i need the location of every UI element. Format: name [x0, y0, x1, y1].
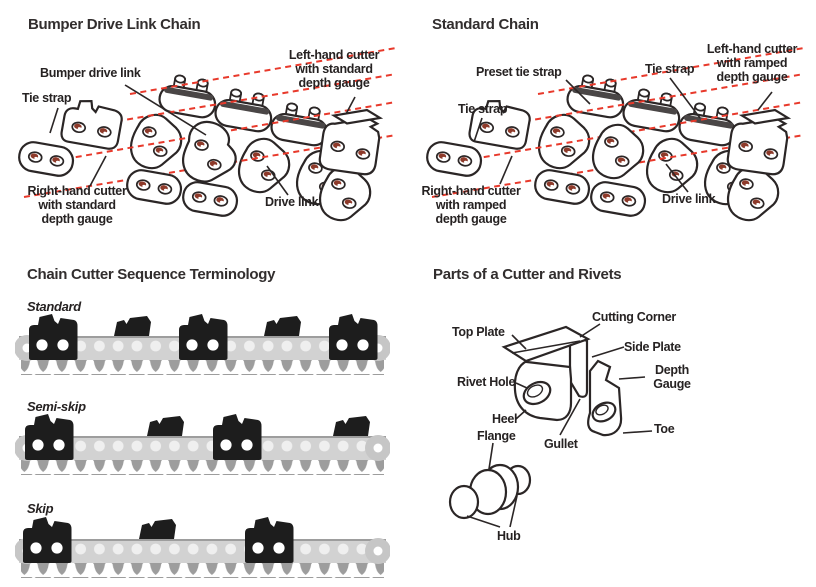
- leader-lines: [473, 77, 773, 193]
- label-top-plate: Top Plate: [452, 325, 505, 339]
- bumper-drive-link: [180, 119, 242, 187]
- sequence-title: Chain Cutter Sequence Terminology: [27, 266, 276, 283]
- label-bumper-drive-link: Bumper drive link: [40, 66, 141, 80]
- label-drive-link-standard: Drive link: [662, 192, 716, 206]
- label-depth-gauge: Depth Gauge: [653, 363, 691, 391]
- label-tie-strap-top: Tie strap: [645, 62, 695, 76]
- top-plate-shape: [501, 325, 591, 363]
- label-gullet: Gullet: [544, 437, 578, 451]
- label-standard-sequence: Standard: [27, 299, 81, 314]
- cutter-parts-title: Parts of a Cutter and Rivets: [433, 266, 622, 283]
- label-right-hand-cutter-ramped: Right-hand cutter with ramped depth gaug…: [421, 184, 521, 226]
- label-hub: Hub: [497, 529, 521, 543]
- label-cutting-corner: Cutting Corner: [592, 310, 676, 324]
- label-tie-strap-left: Tie strap: [458, 102, 508, 116]
- leader-lines: [49, 84, 356, 196]
- label-skip-sequence: Skip: [27, 501, 54, 516]
- label-side-plate: Side Plate: [624, 340, 681, 354]
- drive-link: [590, 121, 647, 182]
- leader-lines: [466, 323, 653, 528]
- standard-chain-title: Standard Chain: [432, 16, 539, 33]
- cutter-parts-art: [448, 323, 653, 528]
- bumper-chain-title: Bumper Drive Link Chain: [28, 16, 201, 33]
- label-semi-skip-sequence: Semi-skip: [27, 399, 86, 414]
- bumper-chain-art: [10, 40, 400, 245]
- label-tie-strap: Tie strap: [22, 91, 72, 105]
- side-plate-shape: [568, 331, 589, 398]
- label-rivet-hole: Rivet Hole: [457, 375, 516, 389]
- label-left-hand-cutter: Left-hand cutter with standard depth gau…: [288, 48, 380, 90]
- label-heel: Heel: [492, 412, 518, 426]
- label-flange: Flange: [477, 429, 516, 443]
- label-drive-link: Drive link: [265, 195, 319, 209]
- semi-skip-sequence-strip: [15, 414, 390, 475]
- rivet-shape: [448, 463, 532, 520]
- standard-chain-art: [418, 40, 808, 245]
- label-left-hand-cutter-ramped: Left-hand cutter with ramped depth gauge: [706, 42, 798, 84]
- label-right-hand-cutter: Right-hand cutter with standard depth ga…: [27, 184, 127, 226]
- label-preset-tie-strap: Preset tie strap: [476, 65, 562, 79]
- depth-gauge-shape: [587, 359, 623, 437]
- label-toe: Toe: [654, 422, 675, 436]
- standard-sequence-strip: [15, 314, 390, 375]
- skip-sequence-strip: [15, 517, 390, 578]
